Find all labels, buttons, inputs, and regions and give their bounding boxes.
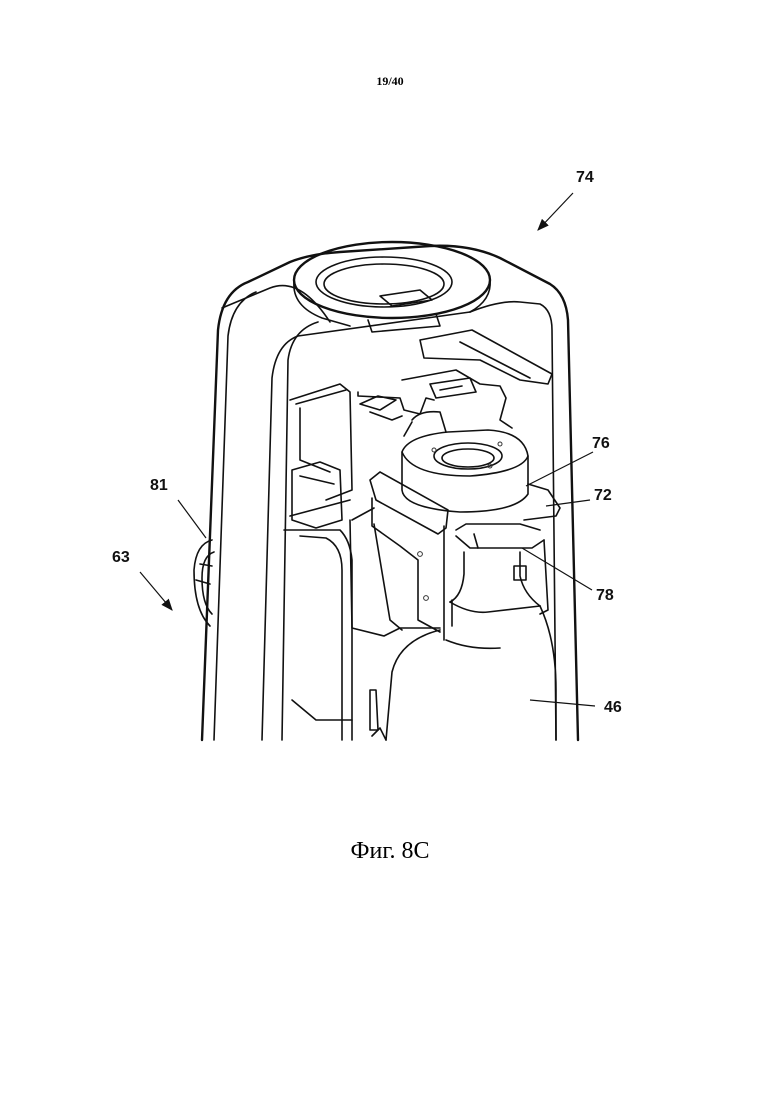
- outer-housing: [202, 246, 578, 740]
- ref-numeral-74: 74: [576, 169, 594, 186]
- bottle: [386, 552, 556, 740]
- ref-numeral-81: 81: [150, 477, 168, 494]
- clamp-bracket: [350, 472, 560, 640]
- inner-frame: [284, 330, 552, 740]
- ref-numeral-72: 72: [594, 487, 612, 504]
- figure-caption: Фиг. 8C: [0, 838, 780, 865]
- side-knob: [194, 540, 214, 626]
- ref-numeral-78: 78: [596, 587, 614, 604]
- ref-numeral-76: 76: [592, 435, 610, 452]
- ref-numeral-63: 63: [112, 549, 130, 566]
- top-ring: [294, 242, 490, 332]
- ref-numeral-46: 46: [604, 699, 622, 716]
